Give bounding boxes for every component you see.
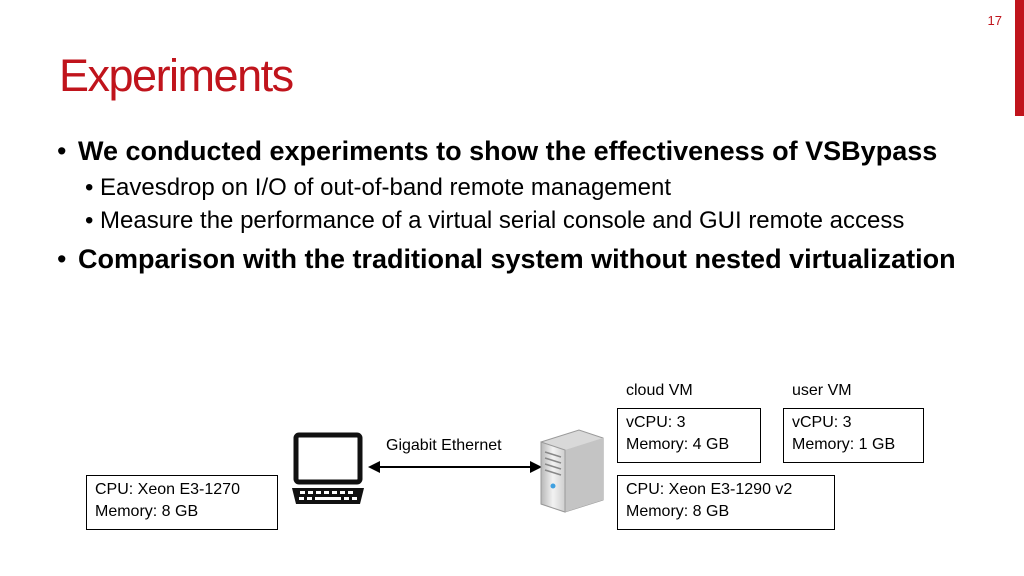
link-label: Gigabit Ethernet — [386, 437, 502, 454]
bullet-item: • We conducted experiments to show the e… — [57, 134, 957, 169]
user-vm-cpu: vCPU: 3 — [792, 414, 852, 431]
cloud-vm-box: vCPU: 3 Memory: 4 GB — [617, 408, 761, 463]
cloud-vm-label: cloud VM — [626, 382, 693, 399]
slide-title: Experiments — [59, 50, 294, 101]
sub-bullet-item: • Measure the performance of a virtual s… — [78, 204, 957, 237]
client-memory: Memory: 8 GB — [95, 503, 199, 520]
bullet-icon: • — [85, 174, 94, 201]
cloud-vm-memory: Memory: 4 GB — [626, 436, 730, 453]
bullet-icon: • — [85, 207, 94, 234]
accent-bar — [1015, 0, 1024, 116]
bullet-icon: • — [57, 244, 67, 274]
bullet-text: We conducted experiments to show the eff… — [78, 136, 938, 166]
client-cpu: CPU: Xeon E3-1270 — [95, 481, 240, 498]
sub-bullet-text: Eavesdrop on I/O of out-of-band remote m… — [100, 174, 671, 201]
bullet-text: Comparison with the traditional system w… — [78, 244, 956, 274]
bidirectional-arrow-icon — [368, 461, 542, 473]
slide-number: 17 — [987, 13, 1002, 28]
bullet-list: • We conducted experiments to show the e… — [57, 134, 957, 279]
server-spec-box: CPU: Xeon E3-1290 v2 Memory: 8 GB — [617, 475, 835, 530]
sub-bullet-text: Measure the performance of a virtual ser… — [100, 207, 905, 234]
user-vm-label: user VM — [792, 382, 852, 399]
bullet-icon: • — [57, 136, 67, 166]
laptop-icon — [292, 432, 364, 504]
bullet-item: • Comparison with the traditional system… — [57, 242, 958, 277]
cloud-vm-cpu: vCPU: 3 — [626, 414, 686, 431]
client-spec-box: CPU: Xeon E3-1270 Memory: 8 GB — [86, 475, 278, 530]
user-vm-box: vCPU: 3 Memory: 1 GB — [783, 408, 924, 463]
server-icon — [540, 429, 604, 513]
sub-bullet-item: • Eavesdrop on I/O of out-of-band remote… — [78, 171, 957, 204]
server-memory: Memory: 8 GB — [626, 503, 730, 520]
server-cpu: CPU: Xeon E3-1290 v2 — [626, 481, 793, 498]
user-vm-memory: Memory: 1 GB — [792, 436, 896, 453]
